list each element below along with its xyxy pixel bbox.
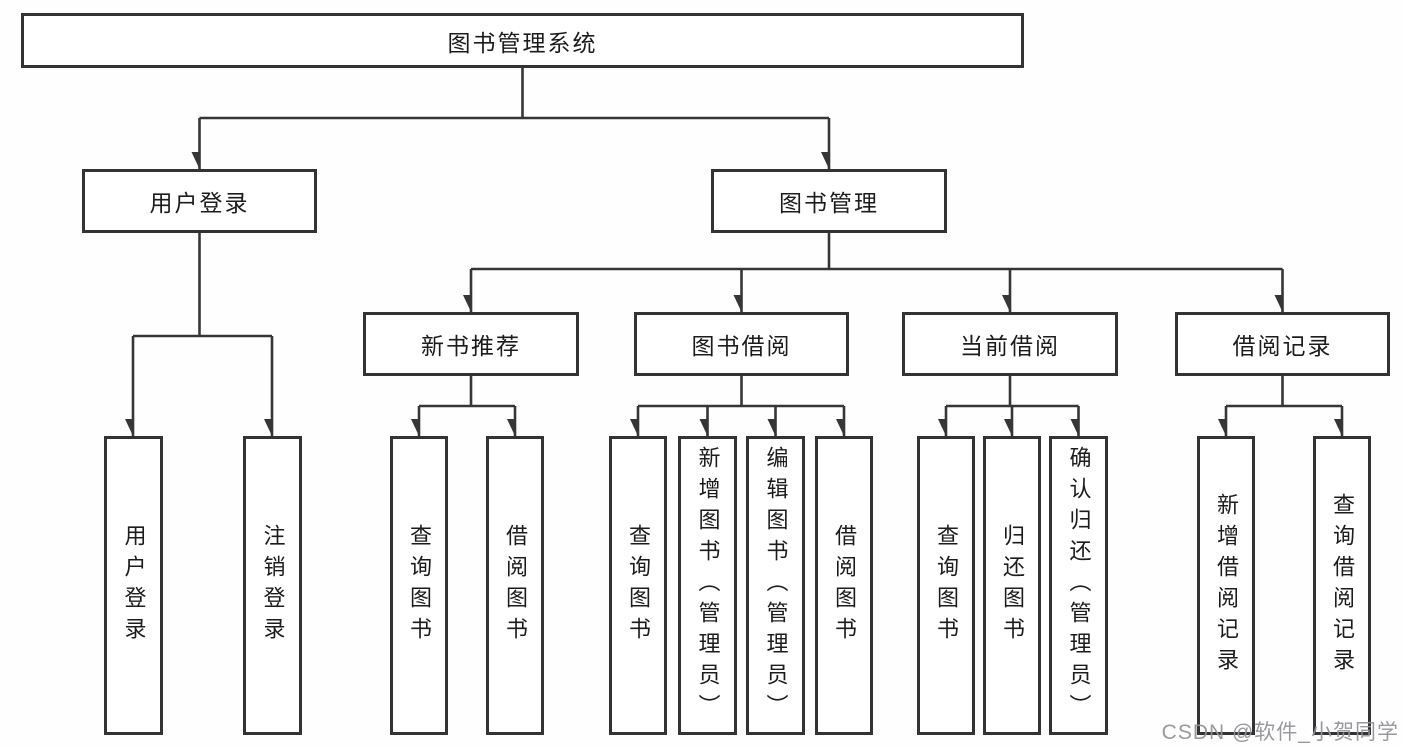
leaf-return-book: 归还图书 — [983, 436, 1041, 735]
leaf-query-borrow-record: 查询借阅记录 — [1313, 436, 1371, 735]
leaf-query-books-1: 查询图书 — [390, 436, 448, 735]
leaf-confirm-return-admin-label: 确认归还（管理员） — [1066, 446, 1092, 725]
leaf-borrow-books-2-label: 借阅图书 — [832, 523, 857, 648]
leaf-return-book-label: 归还图书 — [1000, 523, 1025, 648]
leaf-add-borrow-record: 新增借阅记录 — [1197, 436, 1255, 735]
node-user-login: 用户登录 — [82, 169, 317, 233]
leaf-borrow-books-2: 借阅图书 — [815, 436, 873, 735]
leaf-add-book-admin-label: 新增图书（管理员） — [695, 446, 721, 725]
leaf-borrow-books-1: 借阅图书 — [486, 436, 544, 735]
leaf-query-books-3: 查询图书 — [917, 436, 975, 735]
leaf-add-borrow-record-label: 新增借阅记录 — [1214, 492, 1239, 679]
leaf-query-books-2: 查询图书 — [609, 436, 667, 735]
node-current-borrow-label: 当前借阅 — [960, 333, 1060, 359]
csdn-watermark: CSDN @软件_小贺同学 — [1161, 721, 1399, 744]
node-new-book-recommend: 新书推荐 — [363, 312, 579, 376]
node-user-login-label: 用户登录 — [149, 190, 250, 216]
leaf-logout: 注销登录 — [243, 436, 302, 735]
leaf-query-books-1-label: 查询图书 — [407, 523, 432, 648]
leaf-logout-label: 注销登录 — [260, 523, 286, 648]
node-book-borrow: 图书借阅 — [634, 312, 849, 376]
leaf-borrow-books-1-label: 借阅图书 — [503, 523, 528, 648]
node-new-book-recommend-label: 新书推荐 — [421, 333, 521, 359]
leaf-query-books-3-label: 查询图书 — [934, 523, 959, 648]
node-root-label: 图书管理系统 — [447, 29, 598, 56]
node-borrow-records: 借阅记录 — [1175, 312, 1390, 376]
arrowhead-icons — [133, 118, 1344, 436]
leaf-confirm-return-admin: 确认归还（管理员） — [1049, 436, 1108, 735]
leaf-user-login-label: 用户登录 — [121, 523, 147, 648]
leaf-query-books-2-label: 查询图书 — [626, 523, 651, 648]
leaf-edit-book-admin-label: 编辑图书（管理员） — [763, 446, 789, 725]
leaf-query-borrow-record-label: 查询借阅记录 — [1330, 492, 1355, 679]
leaf-edit-book-admin: 编辑图书（管理员） — [746, 436, 805, 735]
node-book-management: 图书管理 — [711, 169, 947, 233]
node-borrow-records-label: 借阅记录 — [1232, 333, 1333, 359]
node-book-borrow-label: 图书借阅 — [691, 333, 792, 359]
node-book-management-label: 图书管理 — [779, 190, 879, 216]
node-root-system: 图书管理系统 — [21, 13, 1024, 68]
tree-branch-lines — [133, 68, 1344, 436]
leaf-user-login: 用户登录 — [104, 436, 163, 735]
node-current-borrow: 当前借阅 — [902, 312, 1118, 376]
leaf-add-book-admin: 新增图书（管理员） — [678, 436, 737, 735]
